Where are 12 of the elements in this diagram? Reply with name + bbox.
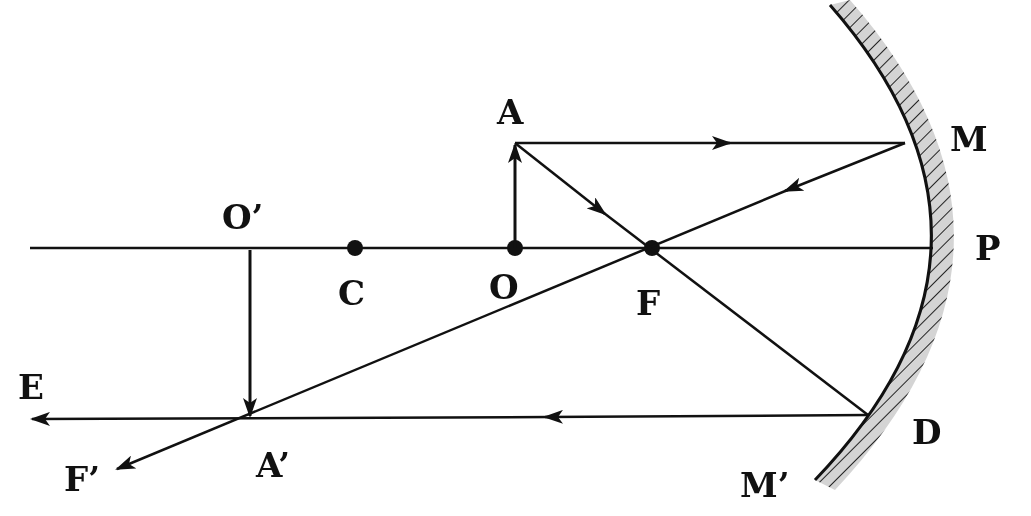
point-label: M’ xyxy=(740,468,790,502)
point-label: F’ xyxy=(64,462,100,496)
point-label: A’ xyxy=(256,448,291,482)
point-label: E xyxy=(18,370,44,404)
point-label: A xyxy=(497,95,524,129)
point-label: M xyxy=(950,122,988,156)
point-label: F xyxy=(636,286,661,320)
point-label: P xyxy=(975,231,1001,265)
point-label: O xyxy=(489,270,519,304)
point-label: O’ xyxy=(222,200,264,234)
point-label: D xyxy=(912,415,942,449)
point-label: C xyxy=(338,276,366,310)
